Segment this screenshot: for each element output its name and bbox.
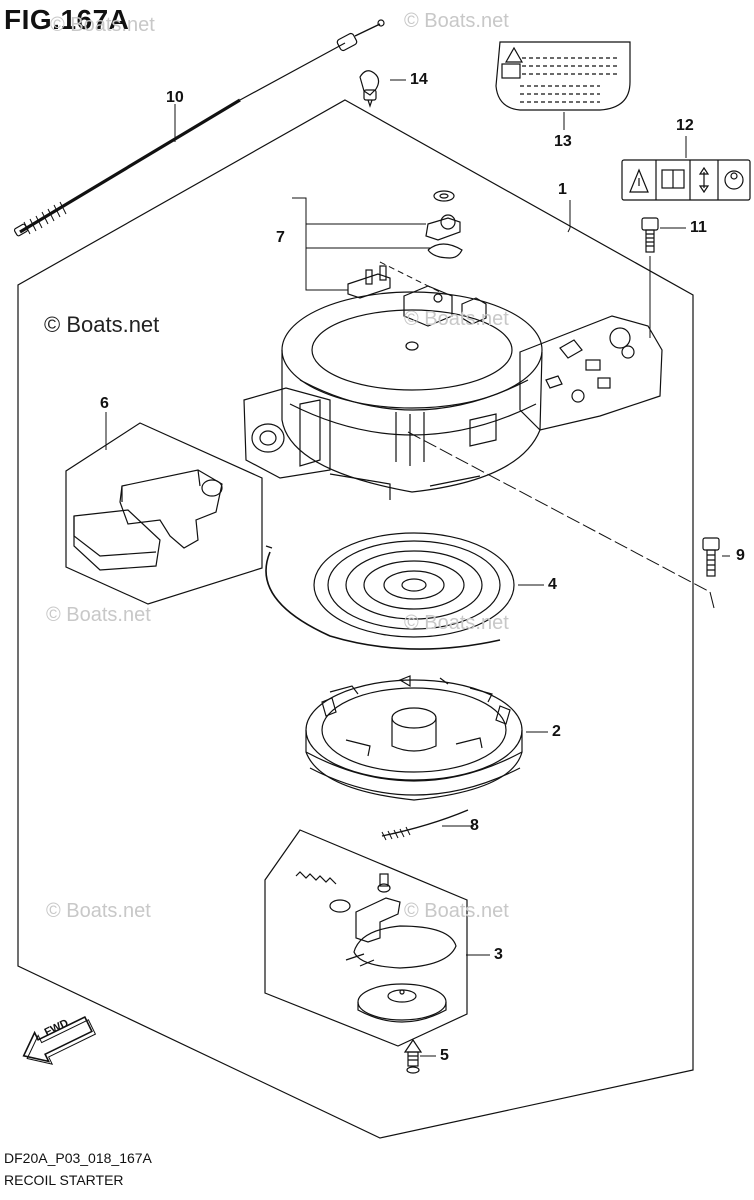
leader-lines <box>105 79 730 1057</box>
callout-7: 7 <box>276 229 285 246</box>
watermark: © Boats.net <box>46 604 151 626</box>
recoil-spring <box>265 532 515 650</box>
callout-12: 12 <box>676 117 694 134</box>
callout-14: 14 <box>410 71 428 88</box>
bolt-9 <box>702 537 720 577</box>
callout-2: 2 <box>552 723 561 740</box>
watermark: © Boats.net <box>404 308 509 330</box>
watermark: © Boats.net <box>50 14 155 36</box>
callout-4: 4 <box>548 576 557 593</box>
callout-13: 13 <box>554 133 572 150</box>
starter-handle <box>73 469 223 571</box>
starter-cable <box>13 19 385 237</box>
parts-group-7 <box>347 190 463 299</box>
caution-decal <box>495 41 631 111</box>
screw-5 <box>403 1038 423 1074</box>
callout-6: 6 <box>100 395 109 412</box>
callout-11: 11 <box>690 219 707 236</box>
callout-1: 1 <box>558 181 567 198</box>
group-frame-3 <box>264 829 468 1047</box>
callout-5: 5 <box>440 1047 449 1064</box>
figure-code: DF20A_P03_018_167A <box>4 1150 152 1166</box>
assembly-frame <box>17 99 694 1139</box>
bolt-11 <box>641 217 659 253</box>
starter-rope <box>381 809 469 841</box>
callout-10: 10 <box>166 89 184 106</box>
warning-label <box>621 159 751 201</box>
fwd-arrow-icon <box>22 1015 97 1065</box>
starter-case <box>243 285 663 500</box>
cable-clip <box>359 70 380 108</box>
watermark: © Boats.net <box>404 612 509 634</box>
callout-8: 8 <box>470 817 479 834</box>
pawl-kit <box>295 871 457 1023</box>
figure-name: RECOIL STARTER <box>4 1172 124 1188</box>
callout-9: 9 <box>736 547 745 564</box>
figure-title: FIG.167A <box>4 4 130 35</box>
watermark: © Boats.net <box>404 900 509 922</box>
rope-reel <box>305 675 523 801</box>
callout-3: 3 <box>494 946 503 963</box>
watermark-strong: © Boats.net <box>44 312 160 337</box>
watermark: © Boats.net <box>404 10 509 32</box>
watermark: © Boats.net <box>46 900 151 922</box>
group-frame-6 <box>65 422 263 605</box>
